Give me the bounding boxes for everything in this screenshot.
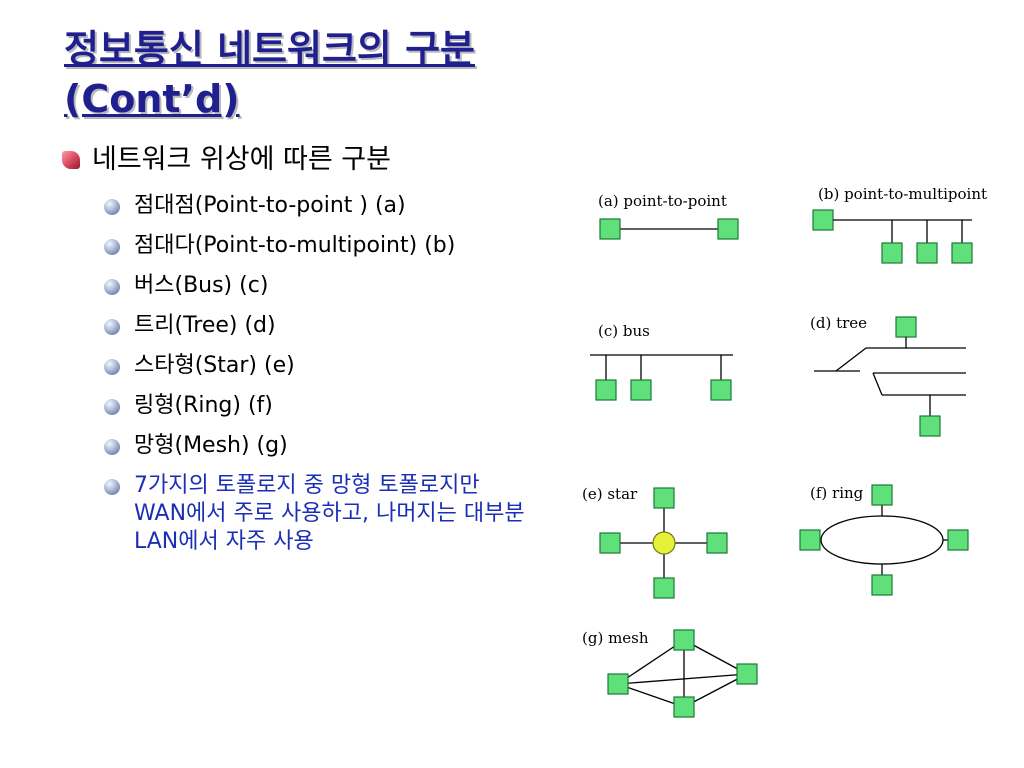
node	[717, 218, 739, 240]
node	[871, 484, 893, 506]
list-item: 링형(Ring) (f)	[104, 392, 534, 420]
node	[895, 316, 917, 338]
caption-a: (a) point-to-point	[598, 192, 727, 210]
caption-e: (e) star	[582, 485, 638, 503]
node	[736, 663, 758, 685]
node	[653, 487, 675, 509]
sphere-bullet-icon	[104, 399, 120, 415]
caption-d: (d) tree	[810, 314, 867, 332]
node	[916, 242, 938, 264]
hub-node	[652, 531, 676, 555]
slide-title-line1: 정보통신 네트워크의 구분	[64, 27, 476, 71]
caption-c: (c) bus	[598, 322, 650, 340]
sphere-bullet-icon	[104, 279, 120, 295]
node	[653, 577, 675, 599]
list-item-note: 7가지의 토폴로지 중 망형 토폴로지만 WAN에서 주로 사용하고, 나머지는…	[104, 472, 534, 556]
list-item: 점대다(Point-to-multipoint) (b)	[104, 232, 534, 260]
flower-bullet-icon	[62, 151, 80, 169]
sphere-bullet-icon	[104, 199, 120, 215]
list-item: 트리(Tree) (d)	[104, 312, 534, 340]
diagram-mesh: (g) mesh	[582, 629, 758, 718]
node	[673, 629, 695, 651]
sphere-bullet-icon	[104, 479, 120, 495]
diagram-ring: (f) ring	[799, 484, 969, 596]
node	[599, 218, 621, 240]
node	[812, 209, 834, 231]
sphere-bullet-icon	[104, 359, 120, 375]
sphere-bullet-icon	[104, 319, 120, 335]
list-item: 스타형(Star) (e)	[104, 352, 534, 380]
node	[673, 696, 695, 718]
sphere-bullet-icon	[104, 439, 120, 455]
diagram-point-to-point: (a) point-to-point	[598, 192, 739, 240]
node	[951, 242, 973, 264]
slide-title: 정보통신 네트워크의 구분 (Cont’d)	[64, 24, 624, 124]
slide-title-line2: (Cont’d)	[64, 77, 240, 121]
node	[710, 379, 732, 401]
diagram-tree: (d) tree	[810, 314, 966, 437]
node	[799, 529, 821, 551]
node	[871, 574, 893, 596]
diagram-star: (e) star	[582, 485, 728, 599]
node	[919, 415, 941, 437]
list-item: 버스(Bus) (c)	[104, 272, 534, 300]
topology-list: 점대점(Point-to-point ) (a) 점대다(Point-to-mu…	[104, 192, 534, 568]
node	[706, 532, 728, 554]
caption-b: (b) point-to-multipoint	[818, 185, 987, 203]
list-item: 망형(Mesh) (g)	[104, 432, 534, 460]
list-item: 점대점(Point-to-point ) (a)	[104, 192, 534, 220]
node	[947, 529, 969, 551]
node	[607, 673, 629, 695]
diagram-bus: (c) bus	[590, 322, 733, 401]
node	[599, 532, 621, 554]
node	[595, 379, 617, 401]
main-bullet: 네트워크 위상에 따른 구분	[62, 142, 391, 178]
caption-g: (g) mesh	[582, 629, 649, 647]
main-bullet-text: 네트워크 위상에 따른 구분	[92, 144, 391, 175]
diagram-point-to-multipoint: (b) point-to-multipoint	[812, 185, 987, 264]
node	[881, 242, 903, 264]
node	[630, 379, 652, 401]
caption-f: (f) ring	[810, 484, 864, 502]
sphere-bullet-icon	[104, 239, 120, 255]
topology-diagrams: (a) point-to-point (b) point-to-multipoi…	[582, 185, 987, 718]
